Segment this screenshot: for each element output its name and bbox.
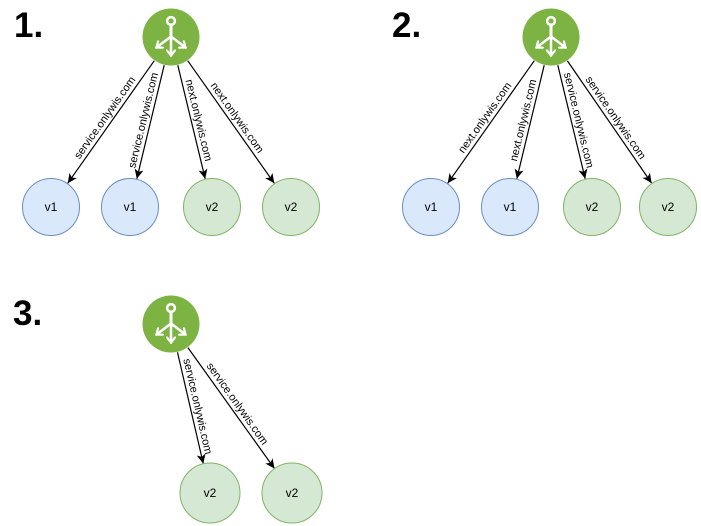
pod-v2-node: v2 xyxy=(261,462,323,524)
pod-v2-node: v2 xyxy=(179,462,241,524)
pod-label: v2 xyxy=(586,200,599,214)
pod-v1-node: v1 xyxy=(481,178,539,236)
pod-v2-node: v2 xyxy=(183,178,241,236)
step-number-3: 3. xyxy=(13,294,42,333)
pod-label: v2 xyxy=(662,200,675,214)
diagram-3: 3. service.onlywis.com service.onlywis.c… xyxy=(13,294,323,524)
step-number-2: 2. xyxy=(392,6,421,45)
diagram-1: 1. service.onlywis.com service.onlywis.c… xyxy=(14,6,320,236)
edge: next.onlywis.com xyxy=(508,65,545,179)
ingress-gateway-icon xyxy=(523,9,580,66)
pod-label: v1 xyxy=(504,200,517,214)
pod-label: v2 xyxy=(285,200,298,214)
pod-label: v2 xyxy=(204,486,217,500)
pod-v1-node: v1 xyxy=(22,178,80,236)
edge-label: service.onlywis.com xyxy=(583,74,648,161)
ingress-gateway-icon xyxy=(143,296,200,353)
edge-label: next.onlywis.com xyxy=(456,80,514,155)
ingress-gateway-icon xyxy=(143,9,200,66)
pod-v2-node: v2 xyxy=(262,178,320,236)
pod-label: v2 xyxy=(286,486,299,500)
pod-v2-node: v2 xyxy=(563,178,621,236)
edge: next.onlywis.com xyxy=(177,65,214,179)
pod-label: v2 xyxy=(206,200,219,214)
edge-label: service.onlywis.com xyxy=(72,75,138,162)
step-number-1: 1. xyxy=(14,6,43,45)
pod-v1-node: v1 xyxy=(402,178,460,236)
pod-v2-node: v2 xyxy=(639,178,697,236)
diagram-2: 2. next.onlywis.com next.onlywis.com ser… xyxy=(392,6,697,236)
pod-label: v1 xyxy=(124,200,137,214)
pod-label: v1 xyxy=(425,200,438,214)
pod-label: v1 xyxy=(45,200,58,214)
edge-label: next.onlywis.com xyxy=(208,80,266,155)
edge-label: service.onlywis.com xyxy=(204,361,270,448)
pod-v1-node: v1 xyxy=(101,178,159,236)
